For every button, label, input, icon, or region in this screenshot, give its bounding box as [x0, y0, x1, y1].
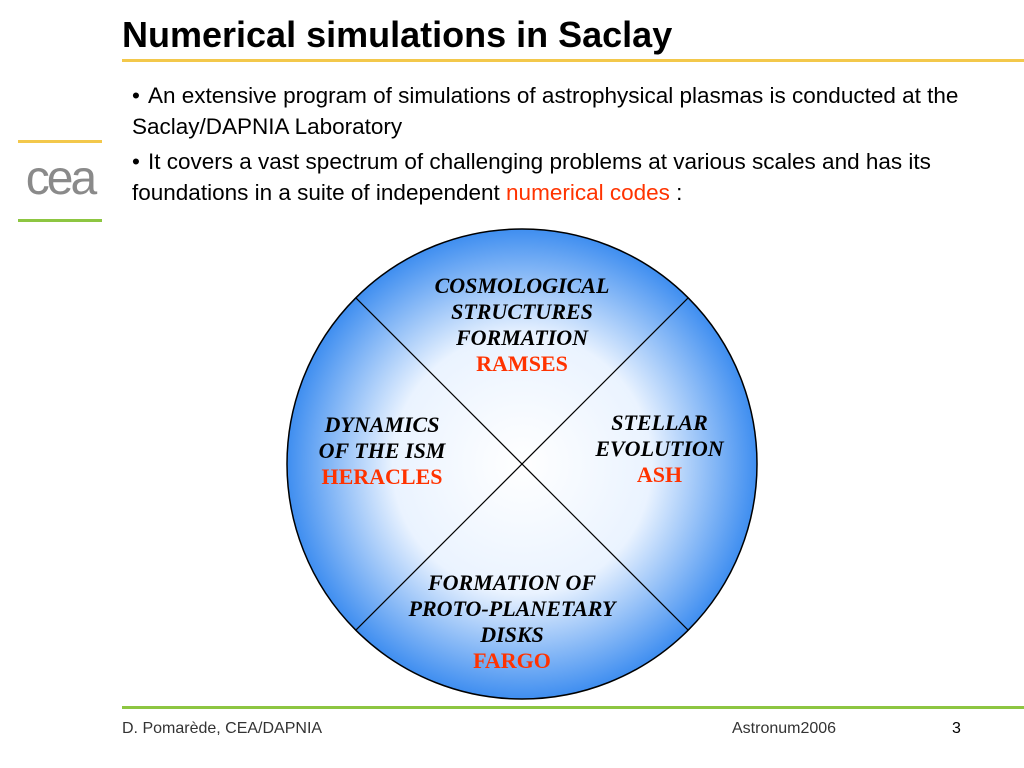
slide-title: Numerical simulations in Saclay [122, 14, 673, 55]
bullet-item: •An extensive program of simulations of … [132, 80, 1012, 142]
code-name-heracles: HERACLES [321, 464, 443, 489]
bullet-accent-text: numerical codes [506, 180, 670, 205]
codes-circle [286, 228, 758, 700]
footer-author: D. Pomarède, CEA/DAPNIA [122, 720, 323, 737]
bullet-list: •An extensive program of simulations of … [132, 80, 1012, 212]
bullet-item: •It covers a vast spectrum of challengin… [132, 146, 1012, 208]
bullet-text: An extensive program of simulations of a… [132, 83, 959, 139]
title-divider [122, 59, 1024, 62]
bullet-icon: • [132, 149, 140, 174]
logo-wordmark: cea [25, 152, 97, 205]
footer-divider [122, 706, 1024, 709]
cea-logo: cea [18, 140, 102, 222]
code-name-fargo: FARGO [473, 648, 551, 673]
bullet-text: It covers a vast spectrum of challenging… [132, 149, 931, 205]
diagonal-divider-b [355, 297, 689, 631]
code-name-ramses: RAMSES [476, 351, 568, 376]
footer-event: Astronum2006 [732, 720, 837, 737]
code-name-ash: ASH [636, 462, 683, 487]
logo-bottom-bar [18, 219, 102, 222]
logo-top-bar [18, 140, 102, 143]
page-number: 3 [952, 720, 961, 737]
bullet-icon: • [132, 83, 140, 108]
bullet-text-tail: : [669, 180, 683, 205]
